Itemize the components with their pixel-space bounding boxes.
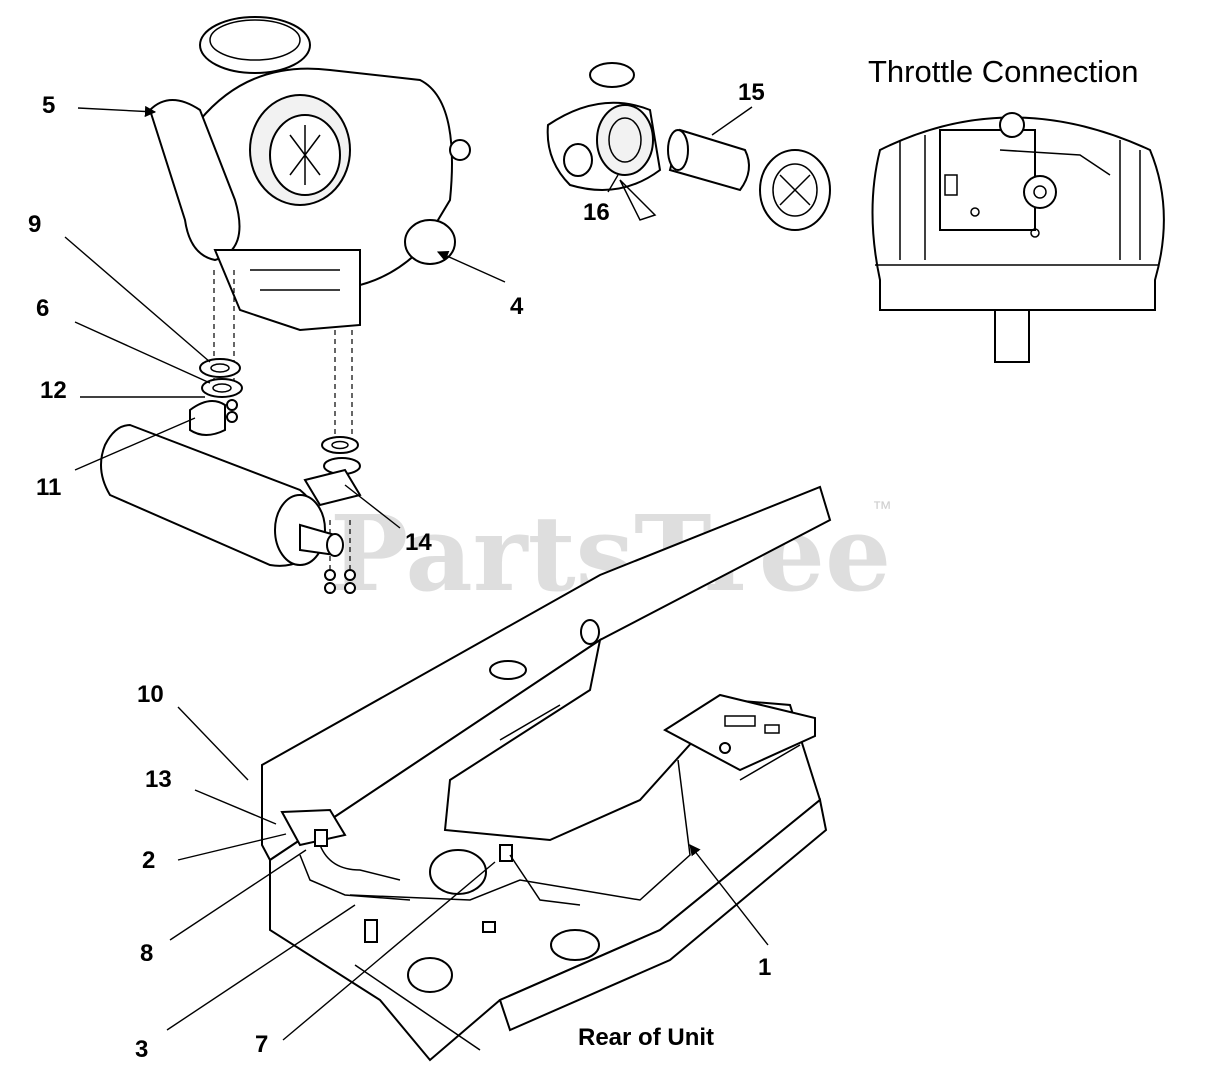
callout-15: 15 <box>738 79 765 106</box>
frame-assembly <box>261 485 832 1062</box>
callout-3: 3 <box>135 1036 148 1063</box>
callout-4: 4 <box>510 293 524 320</box>
callout-16: 16 <box>583 199 610 226</box>
callout-1: 1 <box>758 954 771 981</box>
watermark-trademark: ™ <box>872 498 892 520</box>
callout-6: 6 <box>36 295 49 322</box>
muffler <box>100 400 362 567</box>
callout-8: 8 <box>140 940 153 967</box>
callout-10: 10 <box>137 681 164 708</box>
throttle-connection-inset <box>871 112 1165 363</box>
air-cleaner-detail <box>546 62 831 231</box>
callout-9: 9 <box>28 211 41 238</box>
callout-2: 2 <box>142 847 155 874</box>
callout-12: 12 <box>40 377 67 404</box>
callout-13: 13 <box>145 766 172 793</box>
throttle-connection-title: Throttle Connection <box>868 54 1139 89</box>
callout-11: 11 <box>36 474 61 501</box>
callout-7: 7 <box>255 1031 268 1058</box>
callout-14: 14 <box>405 529 432 556</box>
exhaust-gaskets <box>199 358 361 594</box>
rear-of-unit-caption: Rear of Unit <box>578 1024 714 1051</box>
assembly-lines <box>213 270 353 570</box>
engine-assembly <box>148 16 471 332</box>
callout-5: 5 <box>42 92 55 119</box>
leader-lines <box>64 105 769 1041</box>
